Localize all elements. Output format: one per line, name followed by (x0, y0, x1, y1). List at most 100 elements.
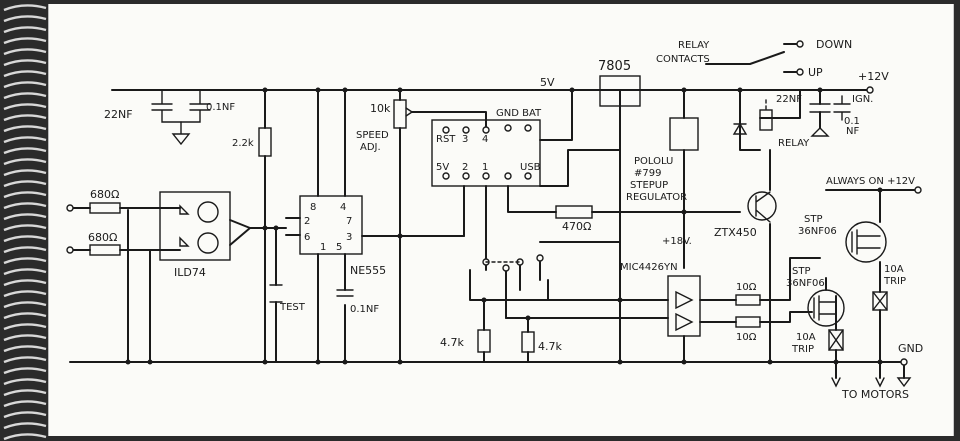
spiral-ring (3, 323, 47, 331)
spiral-ring (3, 26, 47, 34)
mosfet-top (845, 221, 887, 263)
resistor-4k7-a (477, 329, 491, 353)
spiral-ring (3, 191, 47, 199)
timer-ne555 (299, 195, 363, 255)
label-stp-top-2: 36NF06 (798, 226, 837, 237)
spiral-ring (3, 136, 47, 144)
spiral-ring (3, 389, 47, 397)
spiral-ring (3, 125, 47, 133)
spiral-ring (3, 268, 47, 276)
label-driver: MIC4426YN (620, 262, 678, 273)
label-hdr-5v: 5V (436, 162, 449, 173)
resistor-10-a (735, 294, 761, 306)
label-trip-bot-2: TRIP (791, 344, 814, 355)
spiral-ring (3, 400, 47, 408)
spiral-ring (3, 246, 47, 254)
spiral-ring (3, 334, 47, 342)
label-relay-contacts-2: CONTACTS (656, 54, 710, 65)
label-speed: SPEED (356, 130, 389, 141)
resistor-10-b (735, 316, 761, 328)
label-plus12: +12V (858, 70, 889, 83)
label-hdr-4: 4 (482, 134, 488, 145)
label-trip-top-1: 10A (884, 264, 904, 275)
spiral-ring (3, 224, 47, 232)
label-cap-01nf-right-1: 0.1 (844, 116, 860, 127)
spiral-ring (3, 279, 47, 287)
label-pololu-2: #799 (634, 168, 661, 179)
relay-coil (759, 109, 773, 131)
label-pin-7: 7 (346, 216, 352, 227)
spiral-ring (3, 103, 47, 111)
spiral-ring (3, 345, 47, 353)
label-res-680-top: 680Ω (90, 188, 119, 201)
spiral-ring (3, 4, 47, 12)
optocoupler-ild74 (159, 191, 231, 261)
label-pin-4: 4 (340, 202, 346, 213)
label-stp-bot-2: 36NF06 (786, 278, 825, 289)
label-stp-top-1: STP (804, 214, 823, 225)
label-ign: IGN. (852, 94, 873, 105)
label-hdr-3: 3 (462, 134, 468, 145)
resistor-4k7-b (521, 331, 535, 353)
spiral-ring (3, 169, 47, 177)
label-pin-5: 5 (336, 242, 342, 253)
label-pin-6: 6 (304, 232, 310, 243)
label-cap-01nf-left: 0.1NF (206, 102, 235, 113)
label-up: UP (808, 66, 823, 79)
spiral-ring (3, 367, 47, 375)
label-down: DOWN (816, 38, 852, 51)
spiral-ring (3, 433, 47, 441)
label-cap-22nf-left: 22NF (104, 108, 133, 121)
transistor-ztx450 (747, 191, 777, 221)
label-pin-1: 1 (320, 242, 326, 253)
label-relay-contacts-1: RELAY (678, 40, 710, 51)
label-cap-22nf-right: 22NF (776, 94, 802, 105)
controller-header (431, 119, 541, 187)
mosfet-bottom (807, 289, 845, 327)
notebook-page (48, 4, 954, 436)
spiral-ring (3, 235, 47, 243)
label-pot: 10k (370, 102, 391, 115)
label-trip-top-2: TRIP (883, 276, 906, 287)
junctions (125, 87, 883, 365)
spiral-ring (3, 378, 47, 386)
spiral-binding (3, 4, 47, 441)
label-hdr-2: 2 (462, 162, 468, 173)
spiral-ring (3, 213, 47, 221)
components (66, 40, 922, 388)
label-rst: RST (436, 134, 456, 145)
label-optocoupler: ILD74 (174, 266, 206, 279)
spiral-ring (3, 37, 47, 45)
label-timer: NE555 (350, 264, 386, 277)
annotations: 22NF 0.1NF 2.2k 680Ω 680Ω ILD74 TEST 8 4… (88, 38, 923, 401)
label-pin-8: 8 (310, 202, 316, 213)
spiral-ring (3, 301, 47, 309)
label-always-on: ALWAYS ON +12V (826, 176, 915, 187)
spiral-ring (3, 312, 47, 320)
spiral-ring (3, 290, 47, 298)
driver-mic4426 (667, 275, 701, 337)
resistor-2k2 (258, 127, 272, 157)
spiral-ring (3, 356, 47, 364)
label-18v: +18V. (662, 236, 692, 247)
label-pololu-1: POLOLU (634, 156, 673, 167)
spiral-ring (3, 92, 47, 100)
fuse-top (872, 291, 888, 311)
label-pololu-4: REGULATOR (626, 192, 687, 203)
label-gnd-bat: GND BAT (496, 108, 542, 119)
label-pololu-3: STEPUP (630, 180, 668, 191)
label-trip-bot-1: 10A (796, 332, 816, 343)
label-timer-cap: 0.1NF (350, 304, 379, 315)
label-res-10-a: 10Ω (736, 282, 757, 293)
spiral-ring (3, 81, 47, 89)
label-stp-bot-1: STP (792, 266, 811, 277)
label-res-10-b: 10Ω (736, 332, 757, 343)
resistor-680-top (89, 202, 121, 214)
spiral-ring (3, 422, 47, 430)
label-relay: RELAY (778, 138, 810, 149)
spiral-ring (3, 180, 47, 188)
label-to-motors: TO MOTORS (841, 388, 909, 401)
stepup-regulator (669, 117, 699, 151)
spiral-ring (3, 70, 47, 78)
